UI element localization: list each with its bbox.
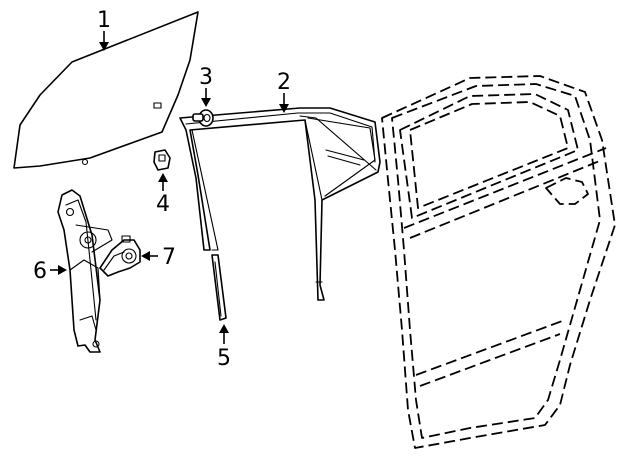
callout-2: 2 [277,70,291,95]
callout-4: 4 [156,192,170,217]
callout-7: 7 [162,245,176,270]
window-regulator [57,189,113,353]
callout-labels: 1 2 3 4 5 6 7 [33,8,291,371]
callout-3: 3 [199,65,213,90]
fastener-clip [192,109,214,127]
window-glass [13,11,199,169]
glass-run-channel [179,107,381,301]
leader-lines [50,31,289,344]
regulator-motor [99,235,141,277]
bracket-nut [153,149,171,171]
callout-5: 5 [217,346,231,371]
door-shell-outline [381,75,616,449]
seal-strip [211,254,227,321]
callout-6: 6 [33,259,47,284]
callout-1: 1 [97,8,111,33]
